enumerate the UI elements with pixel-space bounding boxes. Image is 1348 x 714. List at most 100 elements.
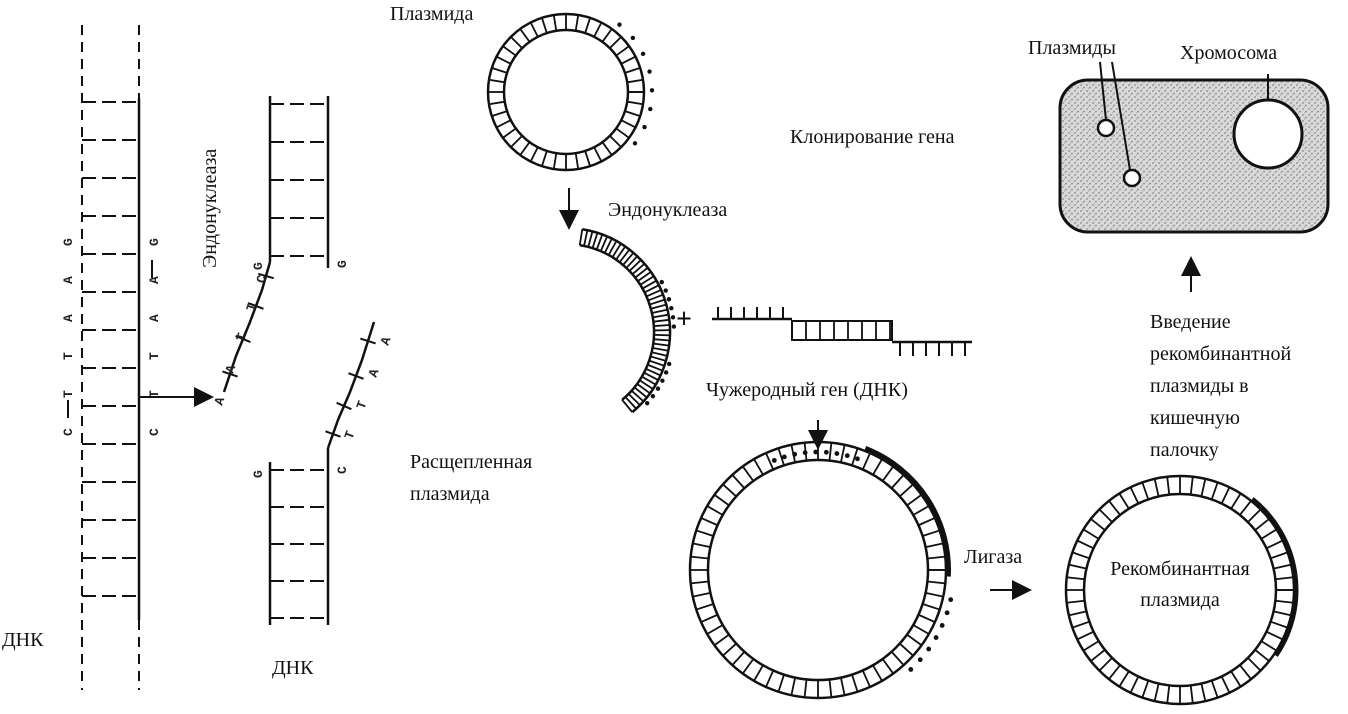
ligation-plasmid-cell-divider — [900, 644, 913, 656]
base-letter: T — [354, 399, 371, 412]
cleaved-plasmid-cell-divider — [652, 310, 668, 313]
recombinant-plasmid-cell-divider — [1231, 671, 1241, 686]
cleaved-plasmid-cell-divider — [584, 230, 587, 246]
ligation-plasmid-cell-divider — [883, 659, 894, 674]
intro-line: палочку — [1150, 439, 1219, 461]
base-mark — [647, 69, 651, 73]
plasmid-cell-divider — [616, 128, 629, 137]
base-letter: G — [61, 238, 76, 246]
plasmid-cell-divider — [602, 142, 611, 155]
recombinant-plasmid-cell-divider — [1067, 577, 1085, 579]
sticky-base-mark — [656, 386, 660, 390]
base-letter: C — [147, 428, 162, 436]
recombinant-plasmid-cell-divider — [1212, 681, 1218, 698]
plasmid-cell-divider — [520, 142, 529, 155]
ligation-plasmid-cell-divider — [732, 652, 744, 665]
ligation-plasmid-cell-divider — [693, 543, 711, 547]
plasmid-cell-divider — [585, 18, 590, 33]
ligation-plasmid-cell-divider — [927, 557, 945, 559]
base-letter: A — [61, 314, 76, 322]
chromosome-label: Хромосома — [1180, 42, 1277, 64]
plasmid-cell-divider — [576, 15, 579, 31]
plus-sign: + — [676, 304, 692, 335]
ligation-plasmid-cell-divider — [926, 543, 944, 547]
recombinant-plasmid-cell-divider — [1248, 509, 1261, 522]
introduction-text: Введение рекомбинантной плазмиды в кишеч… — [1150, 311, 1291, 461]
recombinant-plasmid-cell-divider — [1201, 684, 1205, 702]
ligation-plasmid-cell-divider — [754, 665, 763, 681]
dna-double-strand: C T T A A G C T T A A G ДНК — [2, 25, 210, 690]
ligation-plasmid-cell-divider — [691, 557, 709, 559]
ligation-plasmid-inner — [708, 460, 928, 680]
base-letter: A — [147, 314, 162, 322]
cleaved-plasmid-cell-divider — [653, 315, 669, 318]
plasmid-cell-divider — [621, 120, 635, 127]
plasmid-cell-divider — [576, 153, 579, 169]
base-letter: C — [335, 466, 350, 474]
dna-label: ДНК — [2, 629, 44, 651]
base-letter: G — [147, 238, 162, 246]
cleaved-plasmid-cell-divider — [649, 361, 664, 366]
ligation-plasmid-cell-divider — [863, 670, 870, 686]
ligation-plasmid-cell-divider — [701, 518, 717, 525]
ligation-plasmid-cell-divider — [829, 443, 831, 461]
recombinant-plasmid-cell-divider — [1255, 519, 1269, 530]
cleaved-plasmid-cell-divider — [580, 229, 583, 245]
recombinant-plasmid-cell-divider — [1266, 541, 1282, 549]
ligation-plasmid-outer — [690, 442, 946, 698]
base-letter: T — [234, 331, 251, 343]
ligation-plasmid-cell-divider — [693, 593, 711, 597]
sticky-base-mark — [667, 362, 671, 366]
recombinant-plasmid-cell-divider — [1212, 482, 1218, 499]
ligation-plasmid-cell-divider — [907, 635, 922, 646]
ligation-plasmid-cell-divider — [723, 484, 736, 496]
ligation-plasmid-cell-divider — [714, 635, 729, 646]
plasmid-cell-divider — [503, 128, 516, 137]
recombinant-plasmid-cell-divider — [1131, 487, 1139, 503]
sticky-base-mark — [660, 280, 664, 284]
recombinant-label-line2: плазмида — [1140, 589, 1220, 611]
chromosome — [1234, 100, 1302, 168]
plasmid-ring — [488, 14, 644, 170]
recombinant-plasmid-cell-divider — [1091, 650, 1105, 661]
base-mark — [650, 88, 654, 92]
recombinant-plasmid-cell-divider — [1266, 632, 1282, 640]
foreign-gene-ticks-top — [718, 307, 783, 319]
insert-base-mark — [908, 667, 913, 672]
foreign-gene-label: Чужеродный ген (ДНК) — [706, 379, 908, 401]
sticky-base-mark — [667, 297, 671, 301]
plasmid-cell-divider — [585, 151, 590, 166]
ligation-plasmid-cell-divider — [927, 581, 945, 583]
recombinant-plasmid-cell-divider — [1222, 487, 1230, 503]
foreign-gene-ticks-bottom — [900, 342, 965, 356]
recombinant-plasmid-cell-divider — [1119, 493, 1129, 508]
plasmid-in-cell — [1098, 120, 1114, 136]
cut-lower-base-pairs — [270, 470, 328, 618]
sticky-base-mark — [664, 288, 668, 292]
plasmid-cell-divider — [511, 136, 522, 147]
recombinant-plasmid-cell-divider — [1248, 658, 1261, 671]
cleaved-plasmid-cell-divider — [593, 233, 598, 248]
recombinant-plasmid-cell-divider — [1155, 479, 1159, 497]
cleaved-plasmid-cell-divider — [653, 348, 669, 351]
plasmid-cell-divider — [616, 46, 629, 55]
ligation-plasmid-cell-divider — [691, 581, 709, 583]
recombinant-plasmid-cell-divider — [1167, 477, 1169, 495]
base-letter: A — [212, 395, 229, 407]
plasmid-cell-divider — [594, 23, 601, 37]
base-mark — [648, 107, 652, 111]
recombinant-plasmid-cell-divider — [1072, 552, 1089, 558]
recombinant-plasmid-cell-divider — [1231, 493, 1241, 508]
plasmid-cell-divider — [627, 80, 643, 83]
ligation-plasmid-cell-divider — [918, 518, 934, 525]
intro-line: плазмиды в — [1150, 375, 1249, 397]
ligation-plasmid-cell-divider — [873, 665, 882, 681]
plasmid-cell-divider — [511, 37, 522, 48]
sticky-end-lower-sequence: T T A A — [342, 335, 395, 442]
ligation-plasmid-cell-divider — [714, 495, 729, 506]
cleaved-plasmid-cell-divider — [588, 231, 592, 246]
ligation-plasmid-cell-divider — [707, 506, 723, 515]
plasmid-cell-divider — [542, 151, 547, 166]
ligation-plasmid-cell-divider — [892, 475, 904, 488]
